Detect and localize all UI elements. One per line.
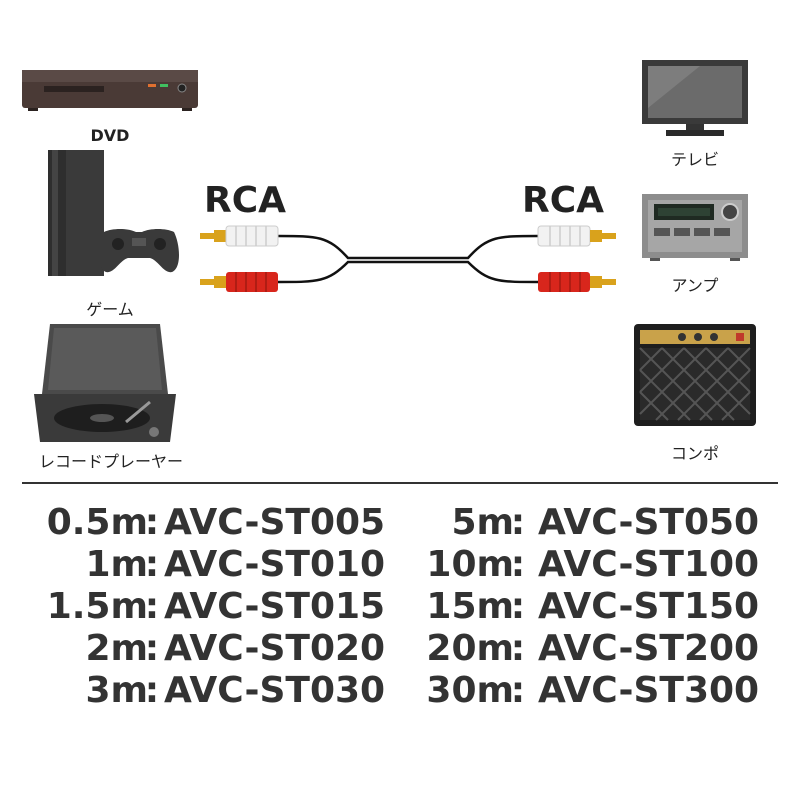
dvd-label: DVD	[90, 126, 130, 145]
model-separator: :	[510, 670, 526, 711]
model-row: 1.5m:AVC-ST015	[0, 586, 800, 627]
record-player-icon	[34, 324, 176, 442]
model-row: 5m: AVC-ST050	[0, 502, 800, 543]
tv-icon	[642, 60, 748, 136]
model-length: 1.5m	[46, 586, 148, 627]
model-code: AVC-ST200	[538, 628, 760, 669]
model-length: 10m	[426, 544, 514, 585]
model-row: 10m: AVC-ST100	[0, 544, 800, 585]
model-length: 30m	[426, 670, 514, 711]
compo-icon	[634, 324, 756, 426]
model-row: 2m:AVC-ST020	[0, 628, 800, 669]
model-code: AVC-ST030	[164, 670, 386, 711]
record-player-label: レコードプレーヤー	[38, 452, 183, 471]
model-length: 3m	[85, 670, 148, 711]
model-row: 0.5m:AVC-ST005	[0, 502, 800, 543]
model-length: 20m	[426, 628, 514, 669]
model-separator: :	[144, 502, 160, 543]
model-separator: :	[144, 544, 160, 585]
rca-cable-diagram	[200, 225, 616, 292]
model-code: AVC-ST010	[164, 544, 386, 585]
model-row: 20m: AVC-ST200	[0, 628, 800, 669]
model-length: 15m	[426, 586, 514, 627]
compo-label: コンポ	[670, 444, 719, 463]
rca-right-label: RCA	[522, 180, 605, 221]
model-separator: :	[510, 628, 526, 669]
model-length: 1m	[85, 544, 148, 585]
amp-label: アンプ	[671, 276, 719, 295]
right-red-plug	[538, 272, 616, 292]
model-code: AVC-ST300	[538, 670, 760, 711]
model-code: AVC-ST150	[538, 586, 760, 627]
model-separator: :	[510, 544, 526, 585]
game-console-icon	[48, 150, 179, 276]
left-red-plug	[200, 272, 278, 292]
dvd-player-icon	[22, 70, 198, 111]
section-divider	[22, 482, 778, 484]
model-separator: :	[144, 628, 160, 669]
model-row: 30m: AVC-ST300	[0, 670, 800, 711]
model-code: AVC-ST005	[164, 502, 386, 543]
model-row: 15m: AVC-ST150	[0, 586, 800, 627]
right-white-plug	[537, 225, 616, 247]
model-code: AVC-ST020	[164, 628, 386, 669]
model-separator: :	[144, 586, 160, 627]
model-length: 2m	[85, 628, 148, 669]
model-code: AVC-ST100	[538, 544, 760, 585]
model-code: AVC-ST015	[164, 586, 386, 627]
model-row: 3m:AVC-ST030	[0, 670, 800, 711]
tv-label: テレビ	[670, 150, 719, 169]
model-length: 0.5m	[46, 502, 148, 543]
left-white-plug	[200, 225, 279, 247]
amp-icon	[642, 194, 748, 261]
model-code: AVC-ST050	[538, 502, 760, 543]
model-separator: :	[510, 586, 526, 627]
game-label: ゲーム	[86, 300, 134, 319]
model-separator: :	[510, 502, 526, 543]
rca-left-label: RCA	[204, 180, 287, 221]
model-separator: :	[144, 670, 160, 711]
model-row: 1m:AVC-ST010	[0, 544, 800, 585]
model-length: 5m	[451, 502, 514, 543]
